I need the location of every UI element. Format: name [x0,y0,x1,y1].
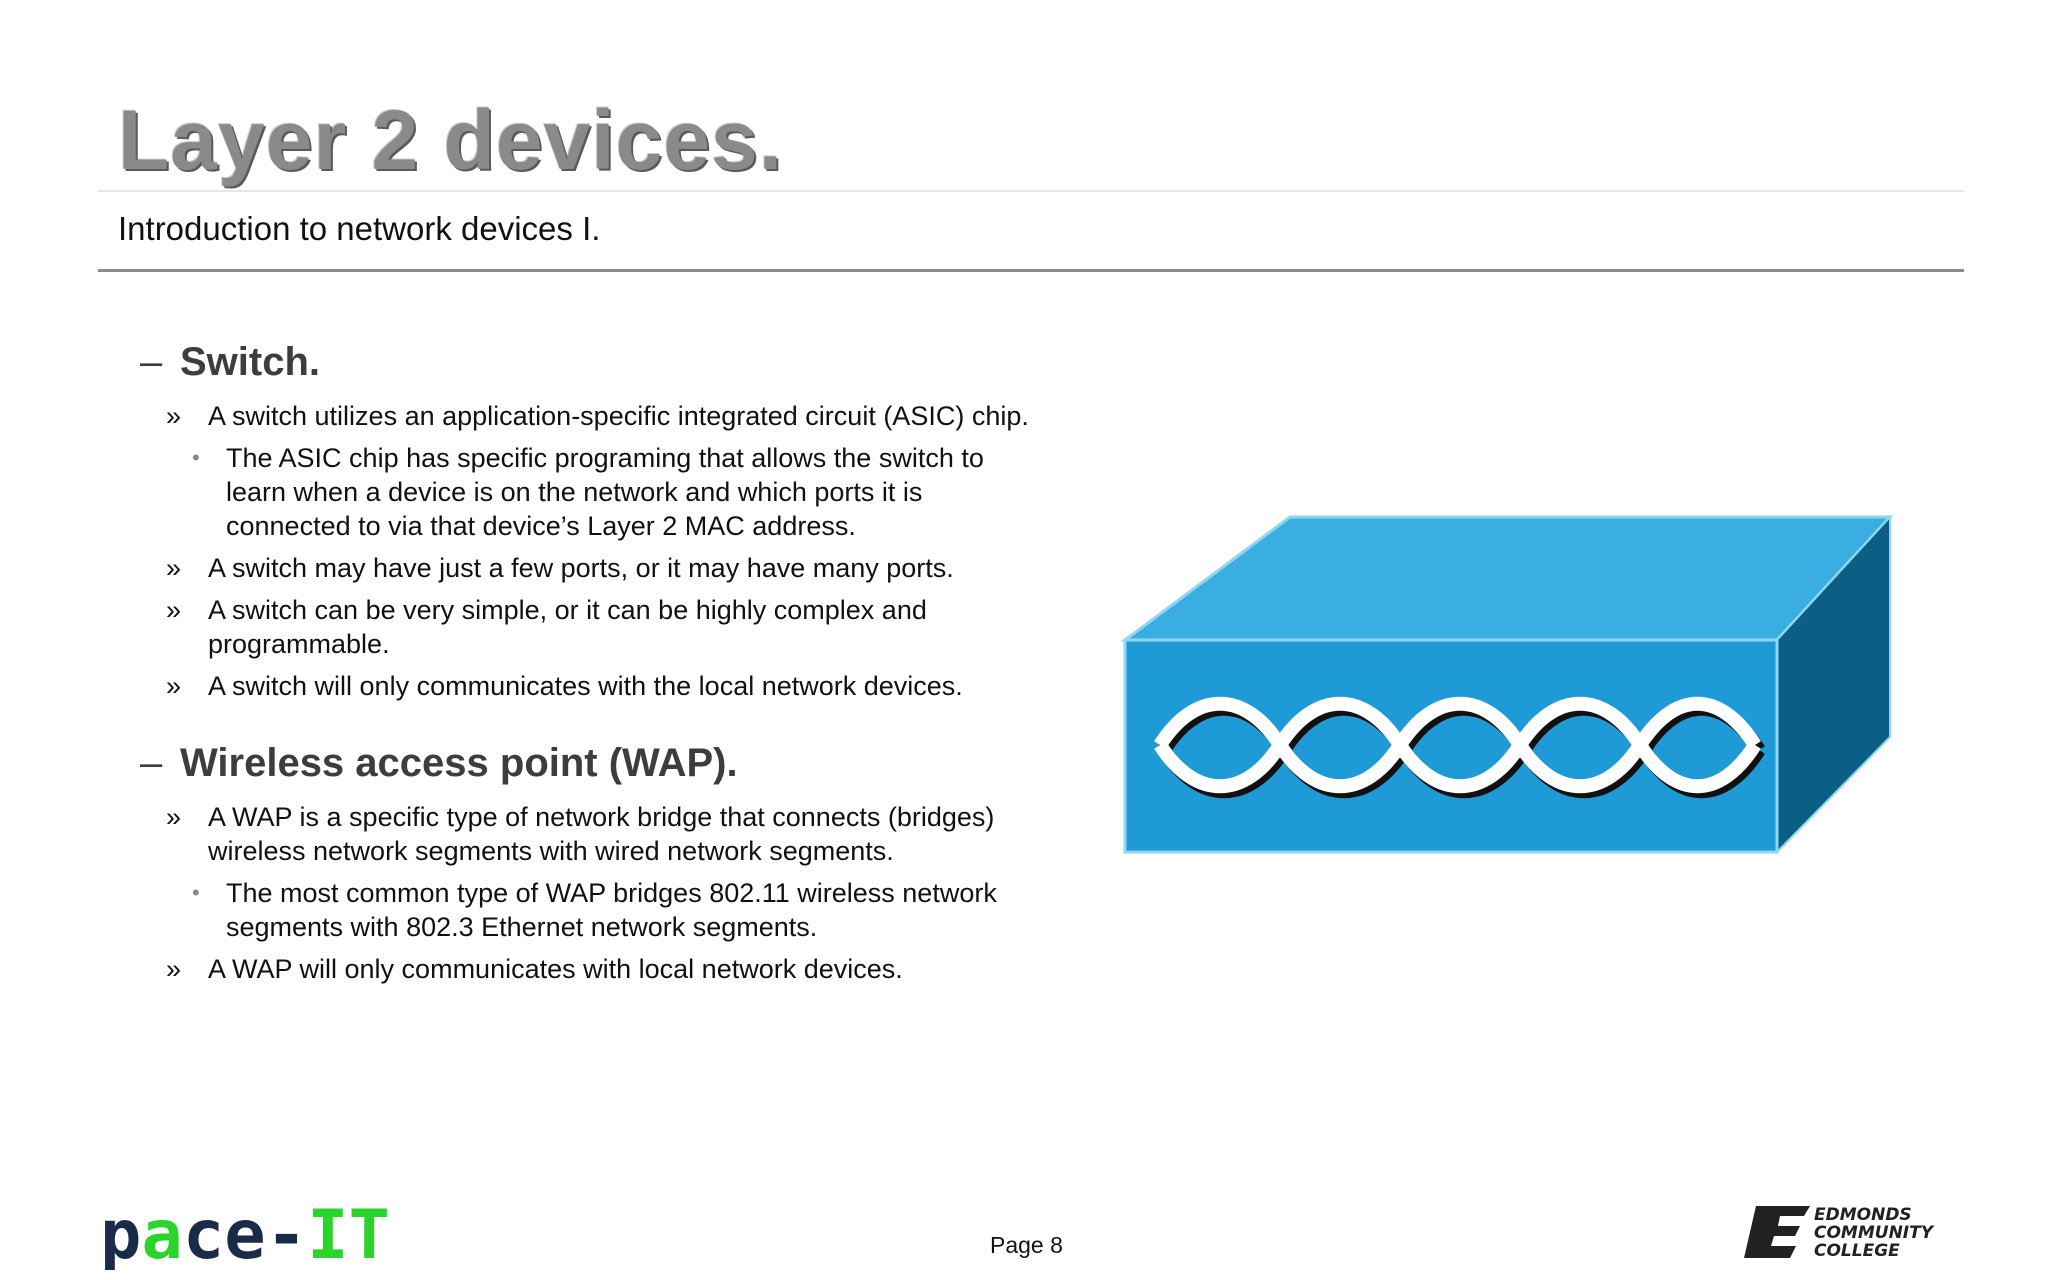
bullet-item: » A switch can be very simple, or it can… [140,593,1040,661]
chevron-marker: » [166,671,182,701]
bullet-item: » A WAP will only communicates with loca… [140,952,1040,986]
college-logo-line: EDMONDS [1814,1205,1912,1225]
chevron-marker: » [166,802,182,832]
bullet-text: A WAP will only communicates with local … [208,954,903,984]
chevron-marker: » [166,401,182,431]
dash-marker: – [140,741,163,785]
bullet-item: » A switch will only communicates with t… [140,669,1040,703]
switch-front-face [1123,638,1779,854]
switch-arrows [1154,696,1761,794]
title-divider [98,190,1964,192]
chevron-marker: » [166,954,182,984]
page-number: Page 8 [990,1232,1063,1258]
heading-text: Wireless access point (WAP). [180,741,738,785]
chevron-marker: » [166,595,182,625]
slide-subtitle: Introduction to network devices I. [118,210,601,247]
edmonds-e-icon [1744,1206,1810,1258]
bullet-text: A switch utilizes an application-specifi… [208,401,1029,431]
section-gap [140,711,1040,741]
pace-it-logo-text: pace-IT [100,1200,390,1270]
bullet-item: » A WAP is a specific type of network br… [140,800,1040,868]
section-heading-switch: – Switch. [140,340,1040,385]
sub-bullet-item: • The ASIC chip has specific programing … [140,441,1040,543]
college-logo-line: COLLEGE [1814,1241,1900,1261]
subtitle-divider [98,269,1964,272]
bullet-item: » A switch utilizes an application-speci… [140,399,1040,433]
pace-it-logo: pace-IT [100,1200,390,1270]
bullet-marker: • [192,880,200,905]
chevron-marker: » [166,553,182,583]
heading-text: Switch. [180,340,321,384]
dash-marker: – [140,340,163,384]
bullet-item: » A switch may have just a few ports, or… [140,551,1040,585]
bullet-marker: • [192,445,200,470]
bullet-text: A WAP is a specific type of network brid… [208,802,995,866]
bullet-text: A switch will only communicates with the… [208,671,963,701]
section-heading-wap: – Wireless access point (WAP). [140,741,1040,786]
bullet-text: The ASIC chip has specific programing th… [226,443,984,541]
bullet-text: A switch may have just a few ports, or i… [208,553,954,583]
slide-title: Layer 2 devices. [118,93,784,187]
network-switch-icon [1120,514,1894,855]
bullet-text: A switch can be very simple, or it can b… [208,595,927,659]
switch-top-face [1120,515,1894,642]
sub-bullet-item: • The most common type of WAP bridges 80… [140,876,1040,944]
bullet-text: The most common type of WAP bridges 802.… [226,878,997,942]
slide-content: – Switch. » A switch utilizes an applica… [140,340,1040,994]
college-logo-line: COMMUNITY [1814,1223,1935,1243]
edmonds-college-logo: EDMONDS COMMUNITY COLLEGE [1744,1205,1935,1261]
